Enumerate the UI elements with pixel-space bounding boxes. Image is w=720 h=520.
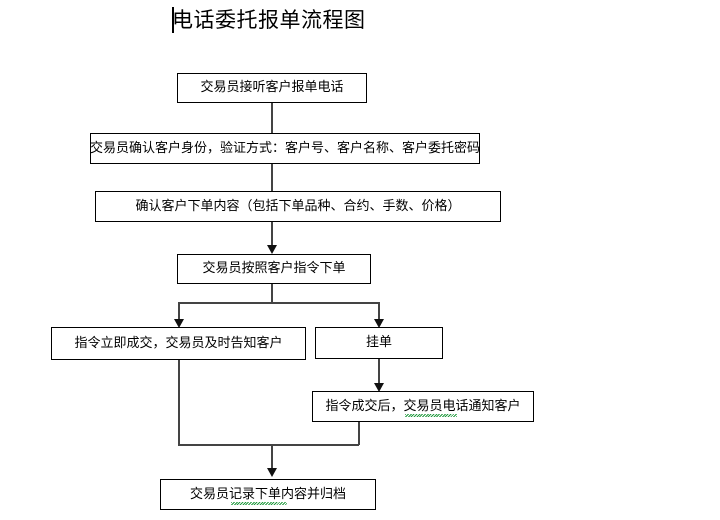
flow-node-place-order[interactable]: 交易员按照客户指令下单 [177,254,371,284]
arrow-head-icon [267,245,277,254]
connector-n7-merge-drop [358,422,360,445]
flow-node-label: 确认客户下单内容（包括下单品种、合约、手数、价格） [135,198,461,214]
connector-split-left-drop [178,302,180,323]
text-caret [172,7,174,33]
flow-node-receive-call[interactable]: 交易员接听客户报单电话 [177,73,367,103]
flow-node-pending-order[interactable]: 挂单 [315,327,443,359]
connector-n5-merge-drop [178,360,180,445]
flow-node-confirm-order-details[interactable]: 确认客户下单内容（包括下单品种、合约、手数、价格） [95,191,501,222]
arrow-head-icon [374,383,384,392]
spellcheck-underline [405,414,457,417]
flow-node-label: 挂单 [365,335,392,350]
connector-n3-n4 [271,222,273,248]
page-title: 电话委托报单流程图 [172,8,366,32]
flow-node-immediate-fill-notify[interactable]: 指令立即成交，交易员及时告知客户 [51,327,306,360]
arrow-head-icon [267,468,277,477]
arrow-head-icon [174,319,184,328]
connector-merge-bar [178,444,359,446]
flow-node-label: 指令立即成交，交易员及时告知客户 [74,335,283,351]
flow-node-label: 交易员确认客户身份，验证方式：客户号、客户名称、客户委托密码 [90,140,481,156]
arrow-head-icon [374,319,384,328]
flow-node-filled-phone-notify[interactable]: 指令成交后，交易员电话通知客户 [312,391,534,422]
flow-node-verify-identity[interactable]: 交易员确认客户身份，验证方式：客户号、客户名称、客户委托密码 [90,133,480,164]
connector-split-bar [178,302,379,304]
flow-node-label: 交易员按照客户指令下单 [202,261,346,276]
flow-node-label: 指令成交后，交易员电话通知客户 [325,398,521,414]
connector-n4-split-stem [271,284,273,303]
spellcheck-underline [231,502,287,505]
flow-node-label: 交易员接听客户报单电话 [200,80,344,95]
connector-merge-stem [271,444,273,472]
connector-n6-n7 [378,359,380,386]
connector-n2-n3 [271,164,273,191]
flow-node-record-and-archive[interactable]: 交易员记录下单内容并归档 [160,479,376,510]
connector-split-right-drop [378,302,380,323]
connector-n1-n2 [271,103,273,133]
flow-node-label: 交易员记录下单内容并归档 [189,486,346,502]
